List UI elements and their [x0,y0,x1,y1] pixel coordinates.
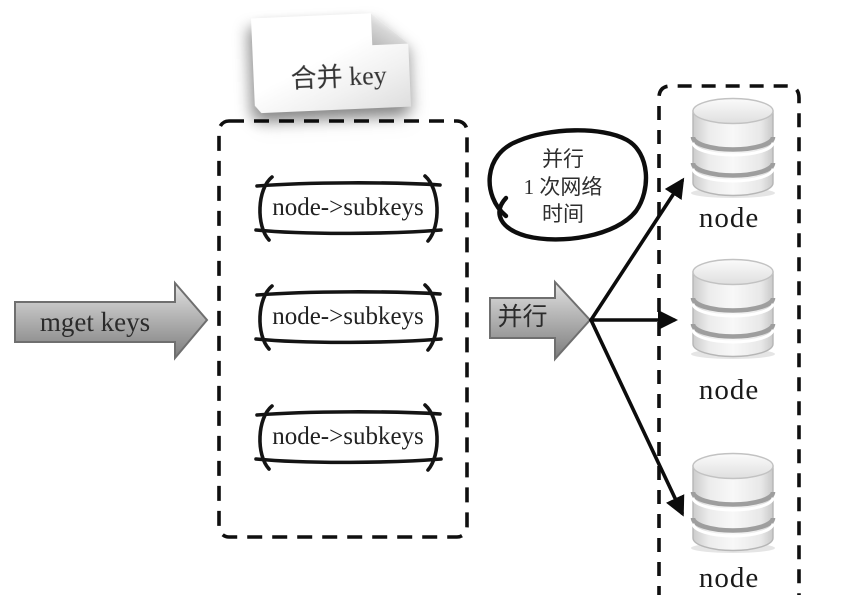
sticky-note-label: 合并 key [290,60,388,94]
input-arrow-shape [14,280,209,361]
arrow-to-node-bottom [589,318,685,517]
database-icon [691,454,775,554]
node-label: node [698,202,760,234]
fan-arrows [589,177,685,517]
annotation-bubble-outline [487,128,649,242]
sticky-note: 合并 key [251,12,411,114]
merge-item-label: node->subkeys [272,194,424,221]
database-icon [691,260,775,360]
merge-group-border [217,119,469,539]
sticky-note-paper: 合并 key [251,12,411,114]
node-label: node [698,562,760,594]
arrow-to-node-top [589,177,685,322]
node-group-border [657,84,801,595]
node-label: node [698,374,760,406]
parallel-arrow-shape [489,279,592,362]
database-icon [691,99,775,199]
merge-item-label: node->subkeys [272,303,424,330]
input-arrow-label: mget keys [39,307,151,337]
merge-item-label: node->subkeys [272,423,424,450]
annotation-bubble-text: 并行 1 次网络 时间 [523,147,603,227]
parallel-arrow-label: 并行 [497,304,548,331]
